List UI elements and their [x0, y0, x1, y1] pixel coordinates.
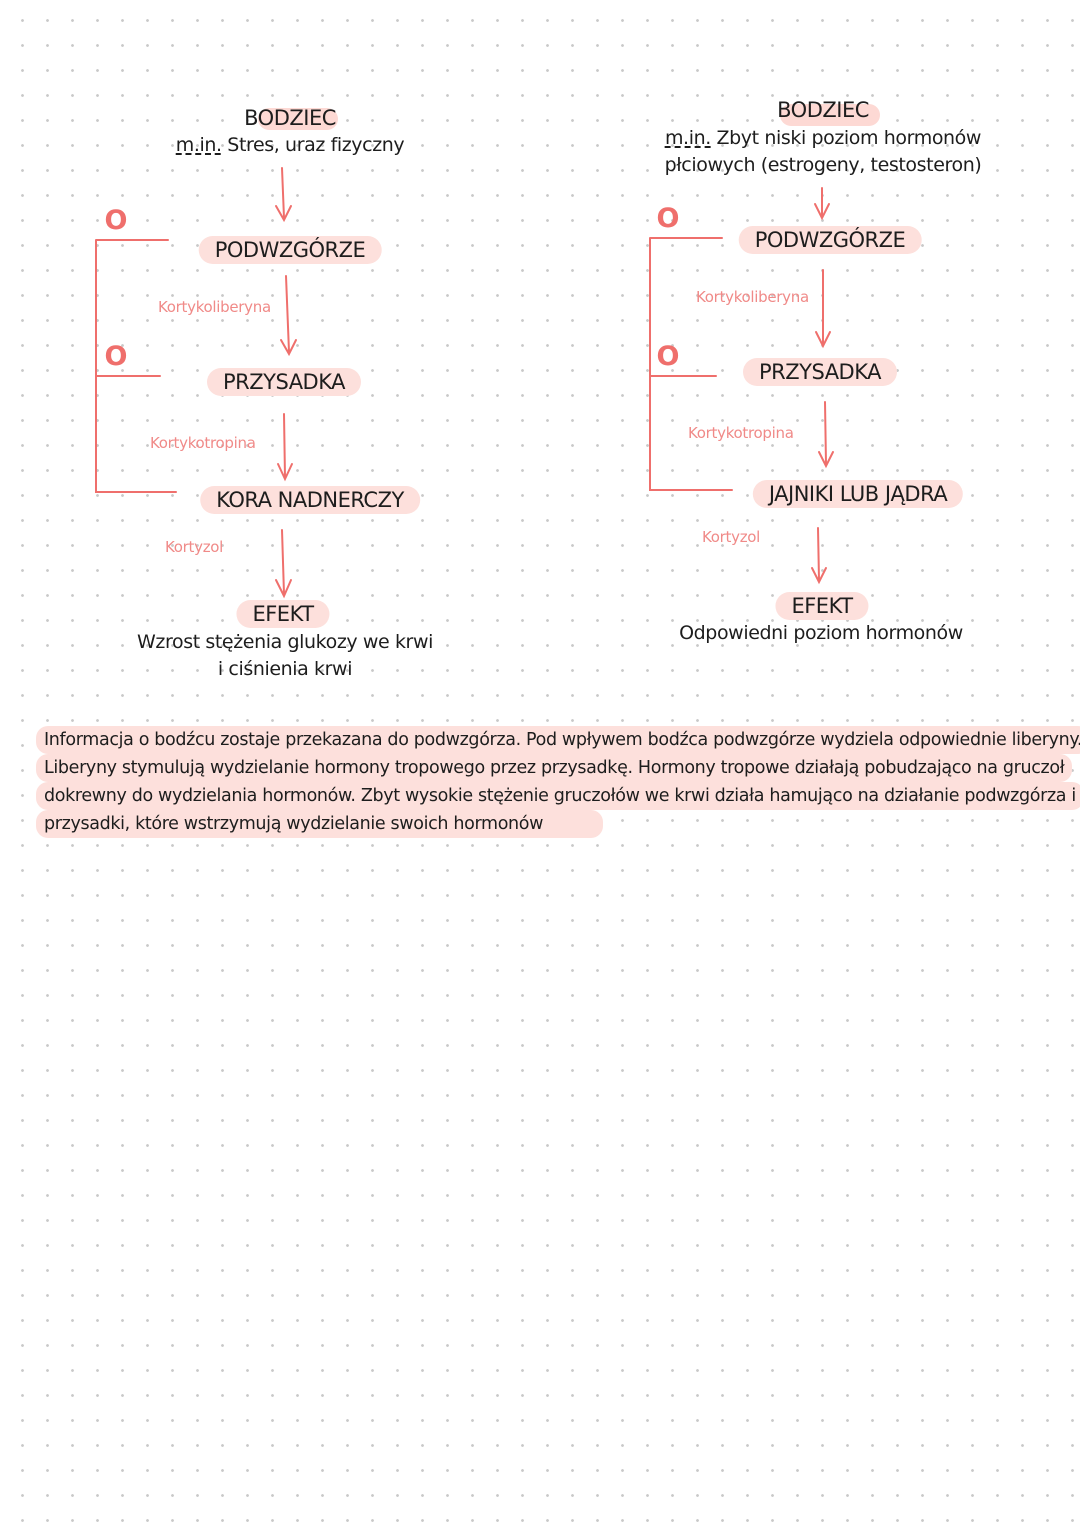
left-stimulus-abbr: m.in. — [175, 134, 222, 156]
right-arrow-3 — [818, 401, 834, 469]
right-diagram-lines — [649, 187, 834, 585]
right-inhibit-mark-2: O — [656, 341, 680, 372]
right-stimulus-highlight — [780, 104, 880, 126]
right-arrow-2 — [815, 269, 831, 349]
left-stimulus-text: Stres, uraz fizyczny — [227, 134, 405, 156]
paragraph-line-4: przysadki, które wstrzymują wydzielanie … — [36, 810, 604, 838]
right-effect-description: Odpowiedni poziom hormonów — [679, 620, 963, 647]
right-hormone-2: Kortykotropina — [688, 424, 794, 442]
paragraph-line-1: Informacja o bodźcu zostaje przekazana d… — [36, 726, 1080, 754]
right-hormone-3: Kortyzol — [702, 528, 761, 546]
right-stimulus-text-1: Zbyt niski poziom hormonów — [716, 127, 982, 149]
left-effect-line-1: Wzrost stężenia glukozy we krwi — [137, 631, 433, 653]
left-effect-title: EFEKT — [236, 600, 330, 628]
right-hormone-1: Kortykoliberyna — [696, 288, 809, 306]
left-stimulus-highlight — [258, 108, 338, 130]
left-node-adrenal-cortex: KORA NADNERCZY — [200, 486, 420, 514]
paragraph-line-2: Liberyny stymulują wydzielanie hormony t… — [36, 754, 1073, 782]
left-arrow-4 — [275, 529, 292, 599]
left-node-hypothalamus: PODWZGÓRZE — [198, 236, 382, 264]
right-stimulus-abbr: m.in. — [664, 127, 711, 149]
explanation-paragraph: Informacja o bodźcu zostaje przekazana d… — [36, 726, 1080, 838]
right-effect-title: EFEKT — [775, 592, 869, 620]
left-hormone-3: Kortyzol — [165, 538, 224, 556]
right-effect-line-1: Odpowiedni poziom hormonów — [679, 622, 963, 644]
left-inhibit-mark-1: O — [104, 205, 128, 236]
left-hormone-1: Kortykoliberyna — [158, 298, 271, 316]
right-stimulus-text-2: płciowych (estrogeny, testosteron) — [664, 154, 982, 176]
left-inhibit-mark-2: O — [104, 341, 128, 372]
right-node-pituitary: PRZYSADKA — [743, 358, 897, 386]
left-effect-line-2: i ciśnienia krwi — [217, 658, 353, 680]
left-feedback-diagram: O O BODZIEC m.in. Stres, uraz fizyczny P… — [0, 0, 540, 700]
left-stimulus-title: BODZIEC — [244, 106, 336, 130]
left-stimulus-description: m.in. Stres, uraz fizyczny — [176, 132, 405, 159]
left-effect-description: Wzrost stężenia glukozy we krwi i ciśnie… — [137, 629, 433, 683]
right-stimulus-line-1: m.in. Zbyt niski poziom hormonów — [665, 125, 982, 152]
right-feedback-diagram: O O BODZIEC m.in. Zbyt niski poziom horm… — [540, 0, 1080, 700]
right-inhibit-mark-1: O — [656, 203, 680, 234]
left-arrow-2 — [280, 275, 297, 357]
left-arrow-3 — [277, 413, 293, 482]
right-feedback-bracket — [649, 237, 733, 491]
right-stimulus-title: BODZIEC — [777, 98, 869, 122]
left-hormone-2: Kortykotropina — [150, 434, 256, 452]
left-node-pituitary: PRZYSADKA — [207, 368, 361, 396]
right-node-gonads: JAJNIKI LUB JĄDRA — [752, 480, 964, 508]
right-arrow-1 — [814, 187, 830, 221]
right-stimulus-description: m.in. Zbyt niski poziom hormonów płciowy… — [665, 125, 982, 179]
right-node-hypothalamus: PODWZGÓRZE — [738, 226, 922, 254]
left-feedback-bracket — [95, 239, 177, 493]
left-arrow-1 — [275, 167, 292, 223]
left-diagram-lines — [95, 167, 297, 599]
paragraph-line-3: dokrewny do wydzielania hormonów. Zbyt w… — [36, 782, 1080, 810]
right-arrow-4 — [811, 527, 827, 585]
